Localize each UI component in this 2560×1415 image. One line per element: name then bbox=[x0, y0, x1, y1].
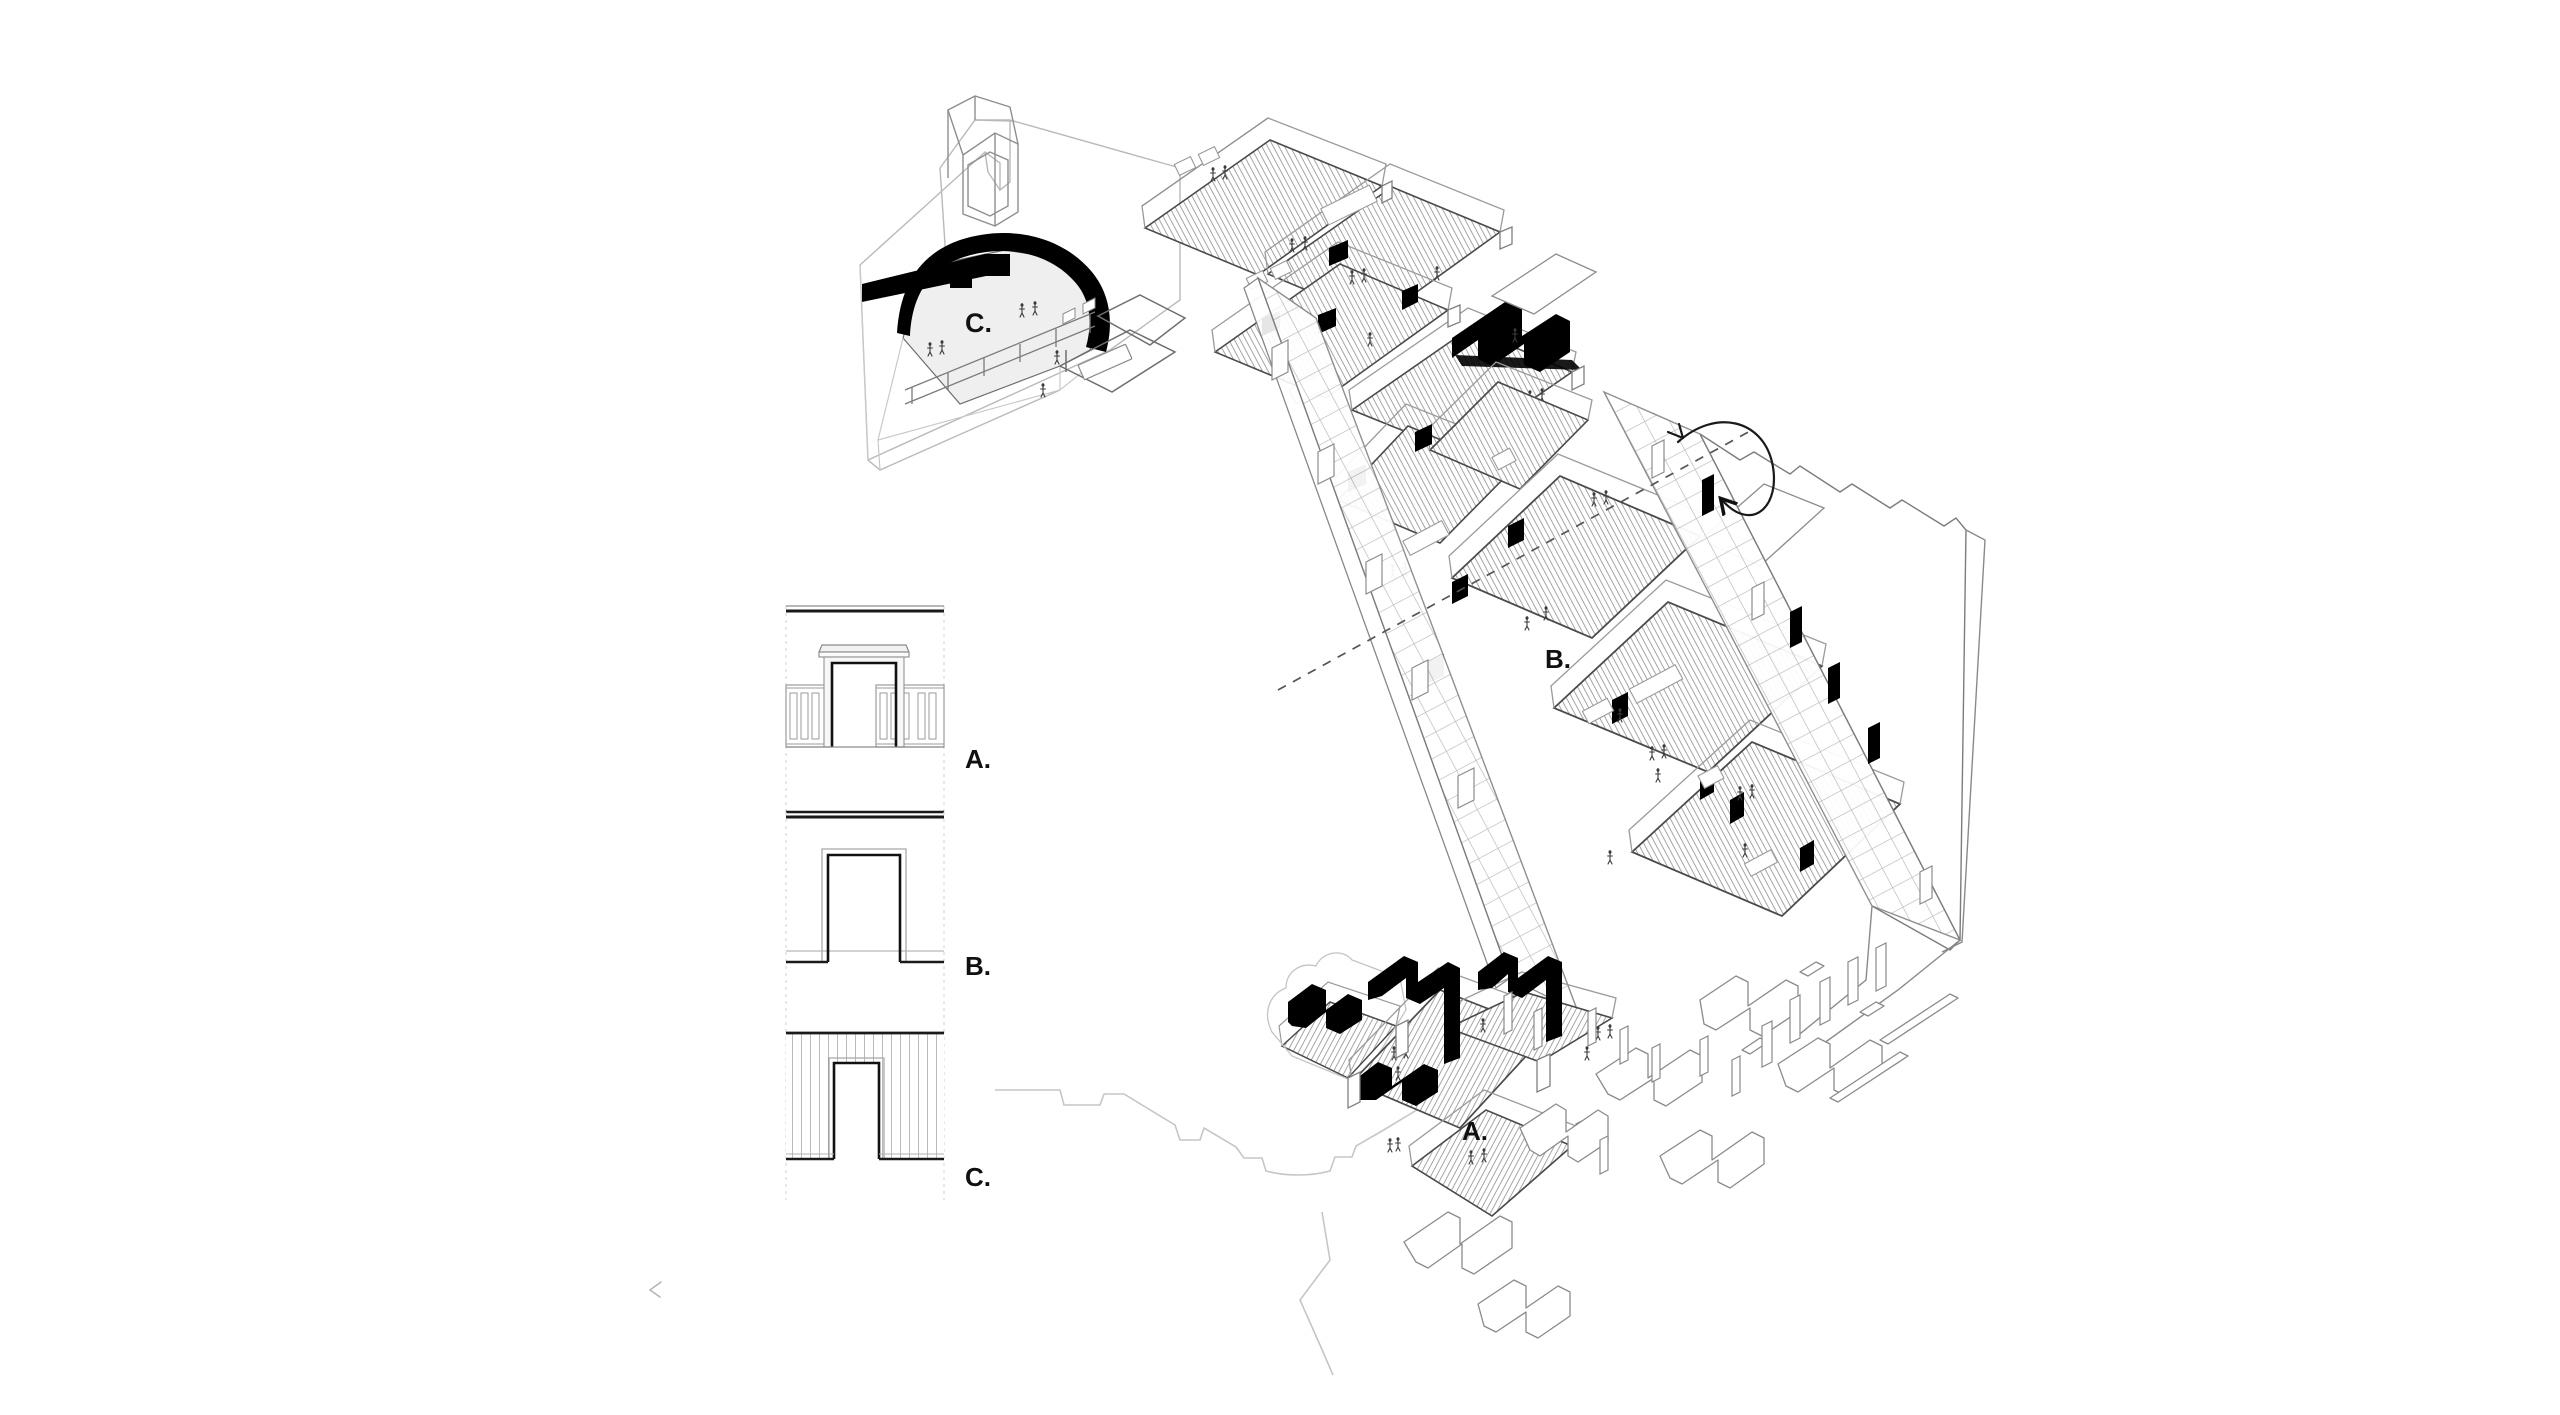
plan-callout-b: B. bbox=[1545, 644, 1571, 674]
detail-a-cornice bbox=[819, 645, 909, 657]
plan-callout-a: A. bbox=[1462, 1116, 1488, 1146]
detail-a-wainscot-left bbox=[786, 685, 826, 747]
detail-c-label: C. bbox=[965, 1162, 991, 1192]
plan-callout-c: C. bbox=[965, 308, 992, 338]
detail-a-wainscot-right bbox=[876, 685, 944, 747]
detail-b-label: B. bbox=[965, 951, 991, 981]
detail-a-label: A. bbox=[965, 744, 991, 774]
wall-poche-nw-nub bbox=[950, 272, 972, 288]
detail-c-opening-fill bbox=[833, 1062, 880, 1159]
